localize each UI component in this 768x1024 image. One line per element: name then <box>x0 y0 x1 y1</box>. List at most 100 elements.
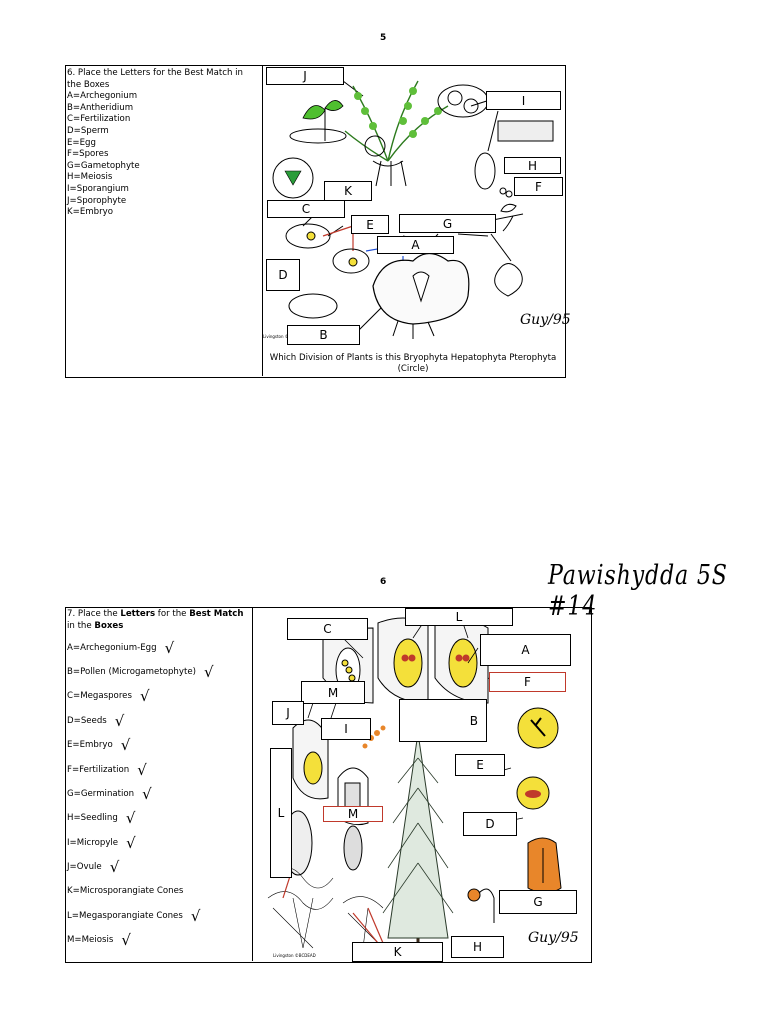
signature-5: Guy/95 <box>520 312 571 328</box>
legend-item: J=Ovule √ <box>67 856 251 880</box>
check-mark: √ <box>121 931 131 950</box>
label-box-k[interactable]: K <box>324 181 372 201</box>
label-box-i[interactable]: I <box>486 91 561 110</box>
label-box-k[interactable]: K <box>352 942 443 962</box>
label-box-e[interactable]: E <box>455 754 505 776</box>
check-mark: √ <box>137 760 147 779</box>
exercise-6-divider <box>262 65 263 376</box>
label-box-l-top[interactable]: L <box>405 608 513 626</box>
legend-text: E=Embryo <box>67 740 113 751</box>
exercise-7-divider <box>252 607 253 961</box>
fern-life-cycle-diagram: Livingston ©BCD <box>263 80 554 339</box>
label-box-f[interactable]: F <box>514 177 563 196</box>
legend-item: E=Egg <box>67 137 96 148</box>
legend-item: E=Embryo √ <box>67 734 251 758</box>
legend-item: F=Fertilization √ <box>67 758 251 782</box>
legend-item: B=Pollen (Microgametophyte) √ <box>67 661 251 685</box>
legend-text: G=Germination <box>67 788 135 799</box>
check-mark: √ <box>190 906 201 925</box>
signature-6: Guy/95 <box>528 930 579 946</box>
label-box-j[interactable]: J <box>266 67 344 85</box>
legend-item: B=Antheridium <box>67 102 134 113</box>
label-box-c[interactable]: C <box>267 200 345 218</box>
label-box-g[interactable]: G <box>499 890 577 914</box>
legend-item: I=Micropyle √ <box>67 831 251 855</box>
legend-item: G=Germination √ <box>67 783 251 807</box>
intro-bold-letters: Letters <box>120 609 156 619</box>
exercise-7-frame <box>65 607 592 963</box>
legend-item: C=Fertilization <box>67 114 131 125</box>
legend-text: B=Pollen (Microgametophyte) <box>67 666 196 677</box>
label-box-j[interactable]: J <box>272 701 304 725</box>
intro-text: 7. Place the <box>67 609 121 619</box>
legend-text: K=Microsporangiate Cones <box>67 886 184 897</box>
intro-bold-boxes: Boxes <box>94 620 124 631</box>
page-number-6: 6 <box>380 577 387 587</box>
exercise-6-instructions: 6. Place the Letters for the Best Match … <box>67 68 243 90</box>
legend-item: D=Seeds √ <box>67 709 251 733</box>
label-box-d[interactable]: D <box>463 812 517 836</box>
legend-item: L=Megasporangiate Cones √ <box>67 904 251 928</box>
legend-item: H=Seedling √ <box>67 807 251 831</box>
legend-text: C=Megaspores <box>67 691 132 702</box>
division-question: Which Division of Plants is this Bryophy… <box>264 353 562 375</box>
intro-text: in the <box>67 620 95 631</box>
check-mark: √ <box>120 736 131 755</box>
label-box-m-2[interactable]: M <box>323 806 383 822</box>
legend-item: J=Sporophyte <box>67 195 127 206</box>
legend-item: M=Meiosis √ <box>67 929 251 953</box>
label-box-b[interactable]: B <box>399 699 487 742</box>
check-mark: √ <box>126 833 136 852</box>
legend-text: H=Seedling <box>67 813 118 824</box>
label-box-d[interactable]: D <box>266 259 300 291</box>
label-box-m[interactable]: M <box>301 681 365 704</box>
label-box-i[interactable]: I <box>321 718 371 740</box>
label-box-e[interactable]: E <box>351 215 389 234</box>
exercise-6-frame <box>65 65 566 378</box>
legend-item: K=Microsporangiate Cones <box>67 880 251 904</box>
exercise-6-legend: 6. Place the Letters for the Best Match … <box>67 68 259 219</box>
legend-item: A=Archegonium <box>67 91 138 102</box>
label-box-g[interactable]: G <box>399 214 496 233</box>
question-line-1: Which Division of Plants is this Bryophy… <box>269 353 557 363</box>
legend-item: F=Spores <box>67 149 109 160</box>
legend-text: I=Micropyle <box>67 837 119 848</box>
legend-text: L=Megasporangiate Cones <box>67 910 183 921</box>
check-mark: √ <box>114 711 125 730</box>
label-box-h[interactable]: H <box>451 936 504 958</box>
legend-text: M=Meiosis <box>67 935 114 946</box>
label-box-f[interactable]: F <box>489 672 566 692</box>
label-box-l-side[interactable]: L <box>270 748 292 878</box>
intro-bold-best-match: Best Match <box>189 609 244 619</box>
check-mark: √ <box>125 809 136 828</box>
label-box-c[interactable]: C <box>287 618 368 640</box>
legend-item: A=Archegonium-Egg √ <box>67 636 251 660</box>
legend-item: I=Sporangium <box>67 183 129 194</box>
legend-item: C=Megaspores √ <box>67 685 251 709</box>
check-mark: √ <box>139 687 150 706</box>
label-box-a[interactable]: A <box>377 236 454 254</box>
question-line-2: (Circle) <box>397 364 429 374</box>
exercise-7-legend: 7. Place the Letters for the Best Match … <box>67 609 251 953</box>
check-mark: √ <box>164 638 175 657</box>
legend-text: F=Fertilization <box>67 764 130 775</box>
legend-text: J=Ovule <box>67 862 102 873</box>
legend-text: D=Seeds <box>67 715 107 726</box>
label-box-h[interactable]: H <box>504 157 561 174</box>
legend-item: H=Meiosis <box>67 172 113 183</box>
label-box-b[interactable]: B <box>287 325 360 345</box>
legend-item: G=Gametophyte <box>67 160 140 171</box>
check-mark: √ <box>109 858 120 877</box>
legend-text: A=Archegonium-Egg <box>67 642 157 653</box>
intro-text: for the <box>155 609 190 619</box>
svg-text:Livingston ©BCDEAD: Livingston ©BCDEAD <box>273 953 316 958</box>
exercise-7-instructions: 7. Place the Letters for the Best Match … <box>67 609 251 632</box>
svg-text:Livingston ©BCD: Livingston ©BCD <box>263 334 297 339</box>
check-mark: √ <box>142 784 152 803</box>
page-number-5: 5 <box>380 33 387 43</box>
legend-item: D=Sperm <box>67 125 109 136</box>
label-box-a[interactable]: A <box>480 634 571 666</box>
handwritten-student-name: Pawishydda 5S #14 <box>548 560 728 622</box>
check-mark: √ <box>203 662 214 681</box>
legend-item: K=Embryo <box>67 207 113 218</box>
